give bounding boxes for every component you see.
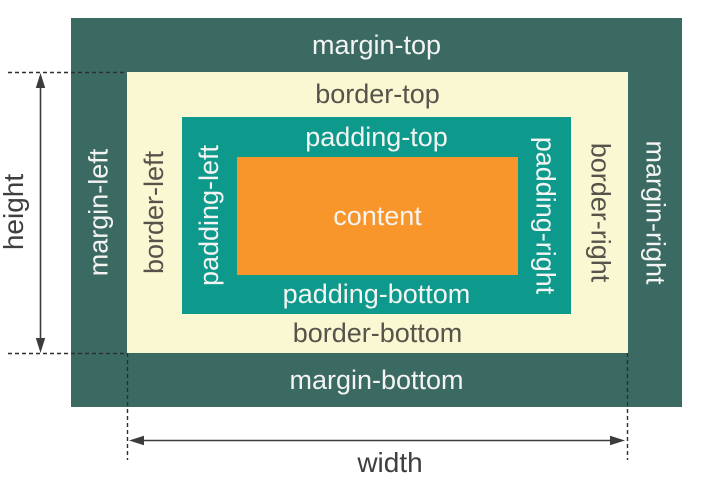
padding-right-band: padding-right <box>518 117 571 314</box>
padding-left-label: padding-left <box>194 144 225 287</box>
margin-bottom-label: margin-bottom <box>289 364 464 395</box>
border-right-band: border-right <box>571 72 628 353</box>
width-arrow-left-icon <box>129 435 144 446</box>
width-arrow-right-icon <box>610 435 625 446</box>
border-left-band: border-left <box>127 72 182 353</box>
border-right-label: border-right <box>585 142 615 283</box>
height-arrow-up-icon <box>35 73 46 88</box>
padding-right-label: padding-right <box>530 136 560 295</box>
border-area: border-top border-bottom border-left bor… <box>127 72 628 353</box>
padding-top-label: padding-top <box>305 121 448 152</box>
margin-left-label: margin-left <box>83 148 114 277</box>
padding-area: padding-top padding-bottom padding-left … <box>182 117 571 314</box>
margin-top-label: margin-top <box>311 29 442 60</box>
height-arrow-down-icon <box>35 338 46 353</box>
border-bottom-label: border-bottom <box>292 318 463 348</box>
padding-bottom-label: padding-bottom <box>282 279 471 309</box>
margin-right-label: margin-right <box>640 140 671 285</box>
border-left-label: border-left <box>139 150 169 275</box>
width-label: width <box>357 447 423 478</box>
content-area: content <box>237 157 518 275</box>
border-top-label: border-top <box>315 79 440 109</box>
height-label: height <box>0 173 29 251</box>
margin-area: margin-top margin-bottom margin-left mar… <box>71 18 682 407</box>
content-label: content <box>333 200 422 231</box>
margin-left-band: margin-left <box>71 18 127 407</box>
margin-right-band: margin-right <box>628 18 682 407</box>
padding-left-band: padding-left <box>182 117 237 314</box>
